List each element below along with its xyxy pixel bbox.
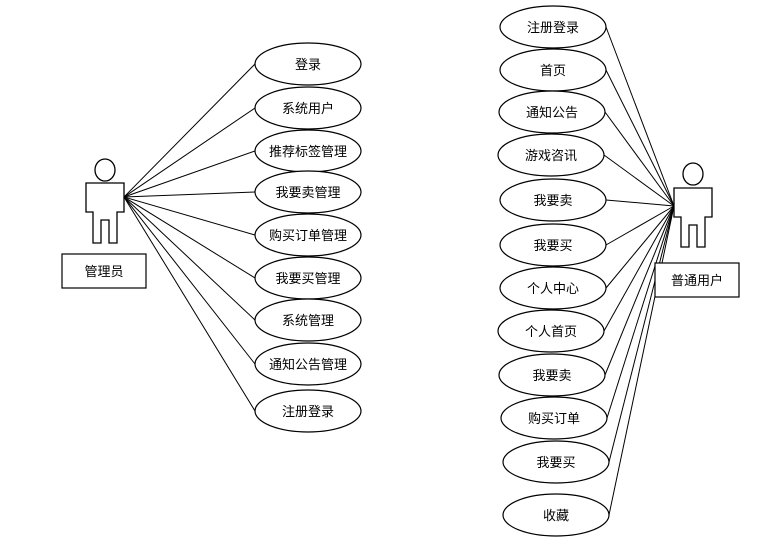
admin-label-box: 管理员	[61, 253, 147, 289]
admin-use-case-label: 购买订单管理	[269, 228, 347, 244]
user-use-case-label: 收藏	[543, 509, 569, 524]
admin-use-case[interactable]: 推荐标签管理	[254, 129, 362, 173]
user-association-line	[603, 205, 675, 332]
admin-use-case-ellipse[interactable]	[254, 86, 362, 130]
admin-actor-figure	[85, 158, 125, 244]
admin-association-lines	[123, 63, 256, 412]
user-association-line	[605, 205, 675, 246]
admin-association-line	[123, 196, 256, 236]
user-use-case-ellipse[interactable]	[500, 396, 608, 440]
user-use-case[interactable]: 首页	[499, 48, 607, 92]
user-use-case-label: 我要卖	[533, 194, 572, 209]
user-association-line	[605, 199, 675, 207]
user-use-case[interactable]: 购买订单	[500, 396, 608, 440]
admin-label: 管理员	[84, 265, 123, 280]
user-use-case-ellipse[interactable]	[499, 178, 607, 222]
user-use-case[interactable]: 注册登录	[499, 5, 607, 49]
admin-use-case[interactable]: 登录	[254, 42, 362, 86]
admin-association-line	[123, 196, 256, 279]
user-association-line	[608, 205, 675, 516]
admin-association-line	[123, 63, 256, 198]
admin-use-case[interactable]: 系统管理	[254, 298, 362, 342]
user-association-line	[604, 111, 675, 207]
admin-use-case-label: 注册登录	[282, 405, 334, 420]
user-use-case-ellipse[interactable]	[499, 266, 607, 310]
admin-association-line	[123, 196, 256, 321]
user-label-box: 普通用户	[654, 262, 740, 298]
admin-association-line	[123, 196, 256, 412]
admin-use-case[interactable]: 我要卖管理	[254, 170, 362, 214]
admin-use-case-label: 系统管理	[282, 314, 334, 329]
user-use-case-label: 游戏咨讯	[525, 149, 577, 164]
admin-use-case-label: 登录	[295, 58, 321, 73]
admin-association-line	[123, 107, 256, 198]
user-use-case-ellipse[interactable]	[499, 223, 607, 267]
user-association-line	[606, 205, 675, 419]
admin-use-case[interactable]: 购买订单管理	[254, 213, 362, 257]
user-use-case[interactable]: 个人首页	[497, 309, 605, 353]
user-use-case-label: 购买订单	[528, 411, 580, 427]
admin-use-cases: 登录系统用户推荐标签管理我要卖管理购买订单管理我要买管理系统管理通知公告管理注册…	[254, 42, 362, 433]
admin-association-line	[123, 191, 256, 198]
user-association-line	[605, 205, 675, 289]
admin-use-case-label: 我要卖管理	[275, 186, 340, 201]
user-association-line	[608, 205, 675, 463]
user-actor-figure	[673, 162, 713, 248]
user-use-case-ellipse[interactable]	[502, 440, 610, 484]
user-use-case-label: 首页	[540, 64, 566, 79]
user-use-case-label: 个人首页	[525, 325, 577, 340]
admin-use-case[interactable]: 我要买管理	[254, 256, 362, 300]
user-association-line	[604, 205, 675, 376]
user-association-line	[603, 154, 675, 207]
user-use-case[interactable]: 个人中心	[499, 266, 607, 310]
user-use-case-label: 我要买	[533, 239, 572, 254]
user-use-case[interactable]: 我要买	[499, 223, 607, 267]
user-association-lines	[603, 26, 675, 516]
admin-association-line	[123, 150, 256, 198]
user-use-case-ellipse[interactable]	[499, 5, 607, 49]
admin-use-case-ellipse[interactable]	[254, 342, 362, 386]
admin-use-case-label: 系统用户	[282, 101, 334, 117]
user-use-case-ellipse[interactable]	[498, 90, 606, 134]
user-use-case[interactable]: 通知公告	[498, 90, 606, 134]
admin-use-case-label: 通知公告管理	[269, 357, 347, 373]
admin-use-case[interactable]: 通知公告管理	[254, 342, 362, 386]
user-use-case[interactable]: 游戏咨讯	[497, 133, 605, 177]
admin-use-case-ellipse[interactable]	[254, 42, 362, 86]
user-use-case-label: 通知公告	[526, 105, 578, 121]
admin-use-case[interactable]: 注册登录	[254, 389, 362, 433]
user-use-case-ellipse[interactable]	[497, 133, 605, 177]
user-use-case-ellipse[interactable]	[497, 309, 605, 353]
user-use-case-label: 我要买	[536, 456, 575, 471]
user-use-case-label: 个人中心	[527, 282, 579, 297]
admin-use-case-ellipse[interactable]	[254, 389, 362, 433]
user-use-case[interactable]: 收藏	[502, 493, 610, 537]
user-association-line	[605, 69, 675, 207]
user-use-case-label: 注册登录	[527, 21, 579, 36]
admin-use-case-ellipse[interactable]	[254, 213, 362, 257]
admin-use-case-ellipse[interactable]	[254, 298, 362, 342]
user-use-case-ellipse[interactable]	[498, 353, 606, 397]
admin-use-case[interactable]: 系统用户	[254, 86, 362, 130]
user-use-case[interactable]: 我要卖	[498, 353, 606, 397]
admin-use-case-label: 推荐标签管理	[269, 144, 347, 160]
admin-use-case-label: 我要买管理	[275, 272, 340, 287]
admin-association-line	[123, 196, 256, 365]
user-label: 普通用户	[671, 273, 723, 289]
user-use-case[interactable]: 我要卖	[499, 178, 607, 222]
user-use-case-ellipse[interactable]	[502, 493, 610, 537]
user-association-line	[605, 26, 675, 207]
user-use-case[interactable]: 我要买	[502, 440, 610, 484]
admin-use-case-ellipse[interactable]	[254, 170, 362, 214]
user-use-case-label: 我要卖	[532, 369, 571, 384]
